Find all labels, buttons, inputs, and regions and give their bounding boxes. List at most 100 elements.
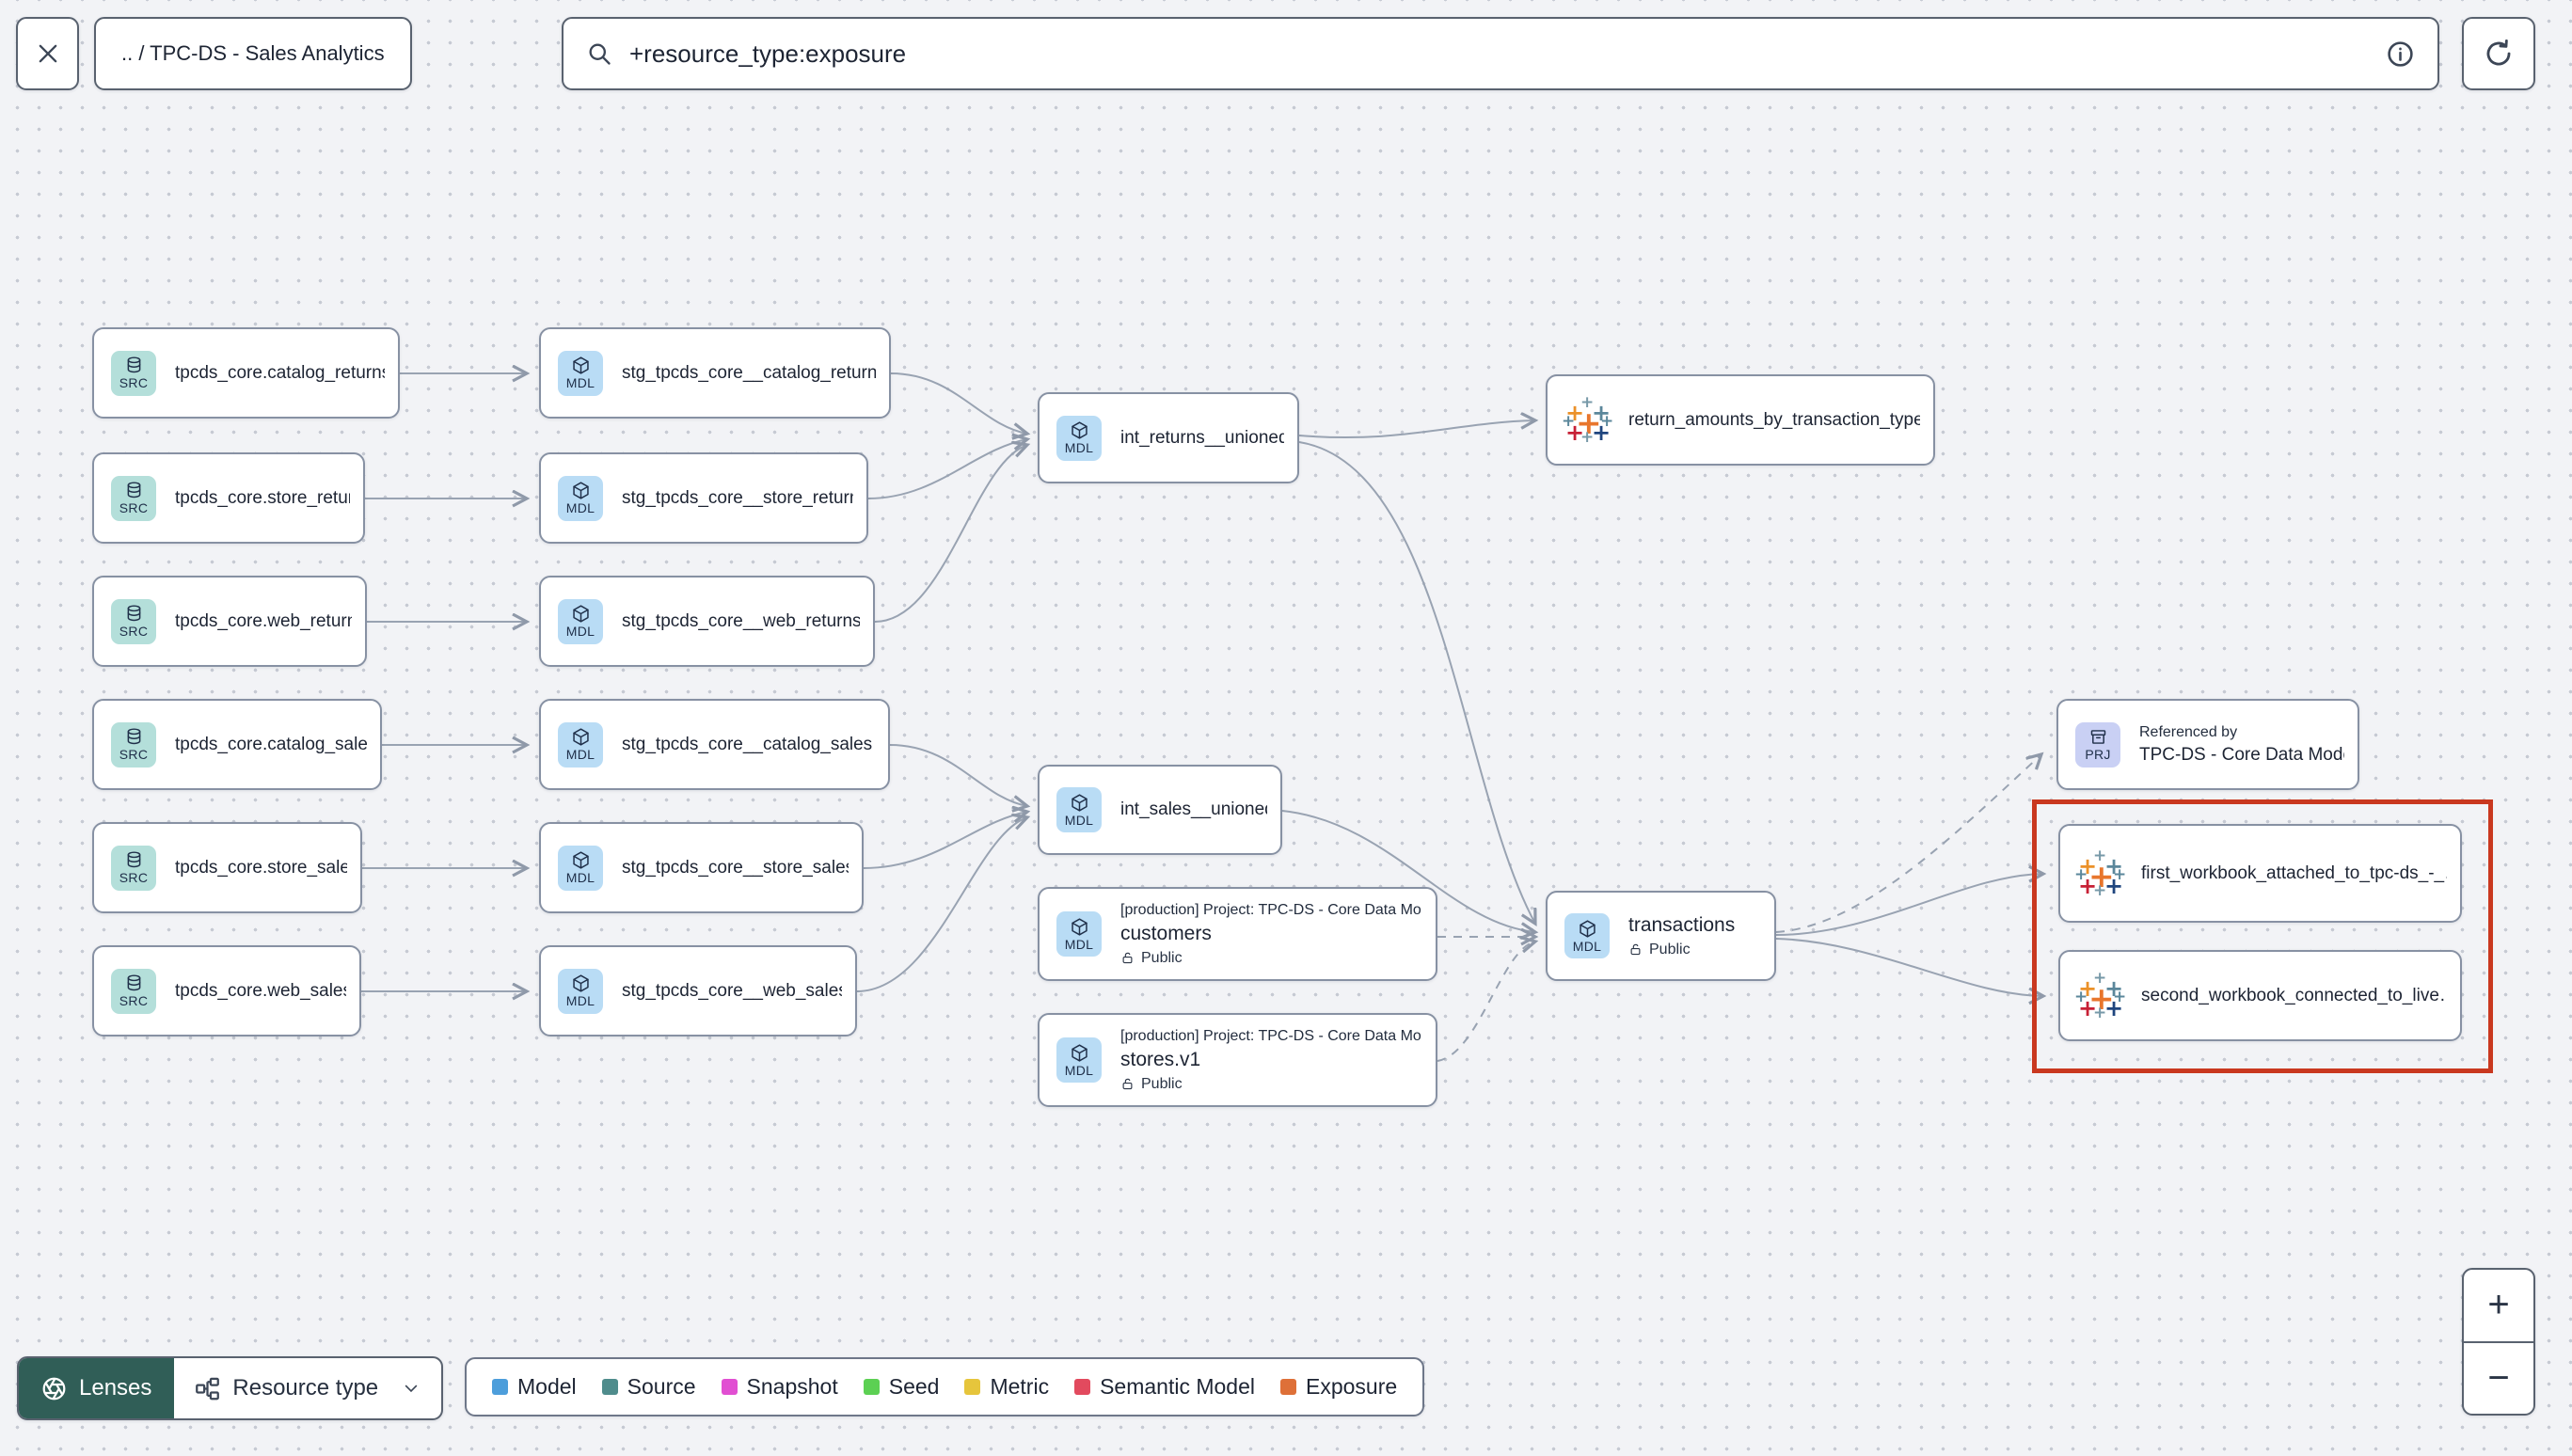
resource-type-dropdown[interactable]: Resource type	[174, 1358, 441, 1418]
legend-item-metric: Metric	[964, 1374, 1049, 1400]
legend-item-seed: Seed	[863, 1374, 940, 1400]
edge	[1298, 420, 1535, 439]
node-stores-v1[interactable]: MDL [production] Project: TPC-DS - Core D…	[1038, 1013, 1437, 1107]
unlock-icon	[1628, 942, 1643, 957]
zoom-controls: + −	[2462, 1268, 2535, 1416]
node-label: customers	[1120, 922, 1212, 944]
node-label: tpcds_core.store_sales	[175, 857, 347, 878]
chevron-down-icon	[405, 1385, 418, 1393]
lens-controls: Lenses Resource type	[17, 1356, 444, 1420]
unlock-icon	[1120, 951, 1135, 965]
edge	[1775, 874, 2043, 936]
node-project-context: [production] Project: TPC-DS - Core Data…	[1120, 901, 1422, 918]
node-stg-web-sales[interactable]: MDL stg_tpcds_core__web_sales	[539, 945, 857, 1037]
node-label: stg_tpcds_core__store_sales	[622, 857, 849, 878]
legend-label: Seed	[888, 1374, 940, 1399]
node-label: stg_tpcds_core__web_sales	[622, 980, 842, 1001]
project-badge-icon: PRJ	[2075, 721, 2120, 768]
node-src-catalog-returns[interactable]: SRC tpcds_core.catalog_returns	[92, 327, 400, 419]
search-input[interactable]	[627, 38, 2371, 70]
node-project-context: [production] Project: TPC-DS - Core Data…	[1120, 1027, 1422, 1044]
node-label: int_returns__unioned	[1120, 427, 1284, 448]
node-customers[interactable]: MDL [production] Project: TPC-DS - Core D…	[1038, 887, 1437, 981]
edge	[1298, 441, 1535, 924]
model-badge-icon: MDL	[558, 598, 603, 644]
search-icon	[589, 43, 611, 65]
node-access: Public	[1628, 942, 1735, 958]
refresh-icon	[2486, 39, 2511, 66]
selection-highlight	[2032, 799, 2493, 1073]
model-badge-icon: MDL	[1056, 911, 1102, 957]
legend-swatch	[1074, 1379, 1091, 1395]
node-label: stores.v1	[1120, 1048, 1201, 1070]
edge	[889, 744, 1027, 806]
edge	[856, 817, 1027, 992]
breadcrumb[interactable]: .. / TPC-DS - Sales Analytics	[94, 17, 412, 90]
node-src-store-sales[interactable]: SRC tpcds_core.store_sales	[92, 822, 362, 913]
node-label: stg_tpcds_core__store_returns	[622, 487, 853, 508]
node-label: first_workbook_attached_to_tpc-ds_-_…	[2141, 863, 2447, 883]
model-badge-icon: MDL	[1056, 415, 1102, 461]
edge	[1775, 938, 2043, 996]
legend-swatch	[492, 1379, 508, 1395]
lenses-button[interactable]: Lenses	[19, 1358, 175, 1418]
source-badge-icon: SRC	[111, 721, 156, 768]
legend-item-exposure: Exposure	[1280, 1374, 1397, 1400]
node-int-returns-unioned[interactable]: MDL int_returns__unioned	[1038, 392, 1299, 483]
node-return-amounts-by-transaction-type[interactable]: +++++++++ return_amounts_by_transaction_t…	[1546, 374, 1935, 466]
info-icon[interactable]	[2386, 40, 2415, 69]
aperture-icon	[42, 1377, 66, 1400]
legend-item-snapshot: Snapshot	[721, 1374, 838, 1400]
legend-swatch	[964, 1379, 981, 1395]
node-label: tpcds_core.web_returns	[175, 610, 352, 631]
node-label: int_sales__unioned	[1120, 799, 1267, 819]
model-badge-icon: MDL	[1056, 787, 1102, 832]
node-int-sales-unioned[interactable]: MDL int_sales__unioned	[1038, 765, 1282, 855]
zoom-in-button[interactable]: +	[2464, 1270, 2533, 1343]
resource-type-icon	[196, 1377, 220, 1400]
node-label: tpcds_core.catalog_sales	[175, 734, 367, 754]
legend-item-source: Source	[601, 1374, 696, 1400]
node-project-context: Referenced by	[2139, 723, 2238, 740]
node-stg-catalog-returns[interactable]: MDL stg_tpcds_core__catalog_returns	[539, 327, 891, 419]
model-badge-icon: MDL	[1564, 913, 1610, 958]
legend-swatch	[1280, 1379, 1296, 1395]
tableau-icon: +++++++++	[1562, 392, 1614, 447]
node-label: return_amounts_by_transaction_type	[1628, 409, 1920, 430]
legend-label: Snapshot	[746, 1374, 838, 1399]
zoom-out-button[interactable]: −	[2487, 1356, 2510, 1399]
model-badge-icon: MDL	[558, 968, 603, 1014]
legend-label: Exposure	[1306, 1374, 1398, 1399]
edge-cross-project	[1437, 942, 1535, 1062]
edge	[874, 445, 1027, 623]
node-label: stg_tpcds_core__catalog_sales	[622, 734, 873, 754]
node-label: tpcds_core.catalog_returns	[175, 362, 385, 383]
legend-item-model: Model	[492, 1374, 577, 1400]
node-first-workbook[interactable]: +++++++++first_workbook_attached_to_tpc-…	[2058, 824, 2462, 923]
source-badge-icon: SRC	[111, 350, 156, 396]
refresh-button[interactable]	[2462, 17, 2535, 90]
model-badge-icon: MDL	[558, 350, 603, 396]
search-bar	[562, 17, 2439, 90]
node-second-workbook[interactable]: +++++++++second_workbook_connected_to_li…	[2058, 950, 2462, 1041]
node-src-catalog-sales[interactable]: SRC tpcds_core.catalog_sales	[92, 699, 382, 790]
legend-swatch	[863, 1379, 880, 1395]
legend-item-semantic-model: Semantic Model	[1074, 1374, 1255, 1400]
source-badge-icon: SRC	[111, 845, 156, 891]
close-icon	[39, 44, 56, 63]
legend-label: Source	[627, 1374, 696, 1399]
node-label: stg_tpcds_core__catalog_returns	[622, 362, 876, 383]
model-badge-icon: MDL	[1056, 1037, 1102, 1083]
legend-swatch	[601, 1379, 618, 1395]
unlock-icon	[1120, 1077, 1135, 1091]
close-button[interactable]	[16, 17, 79, 90]
